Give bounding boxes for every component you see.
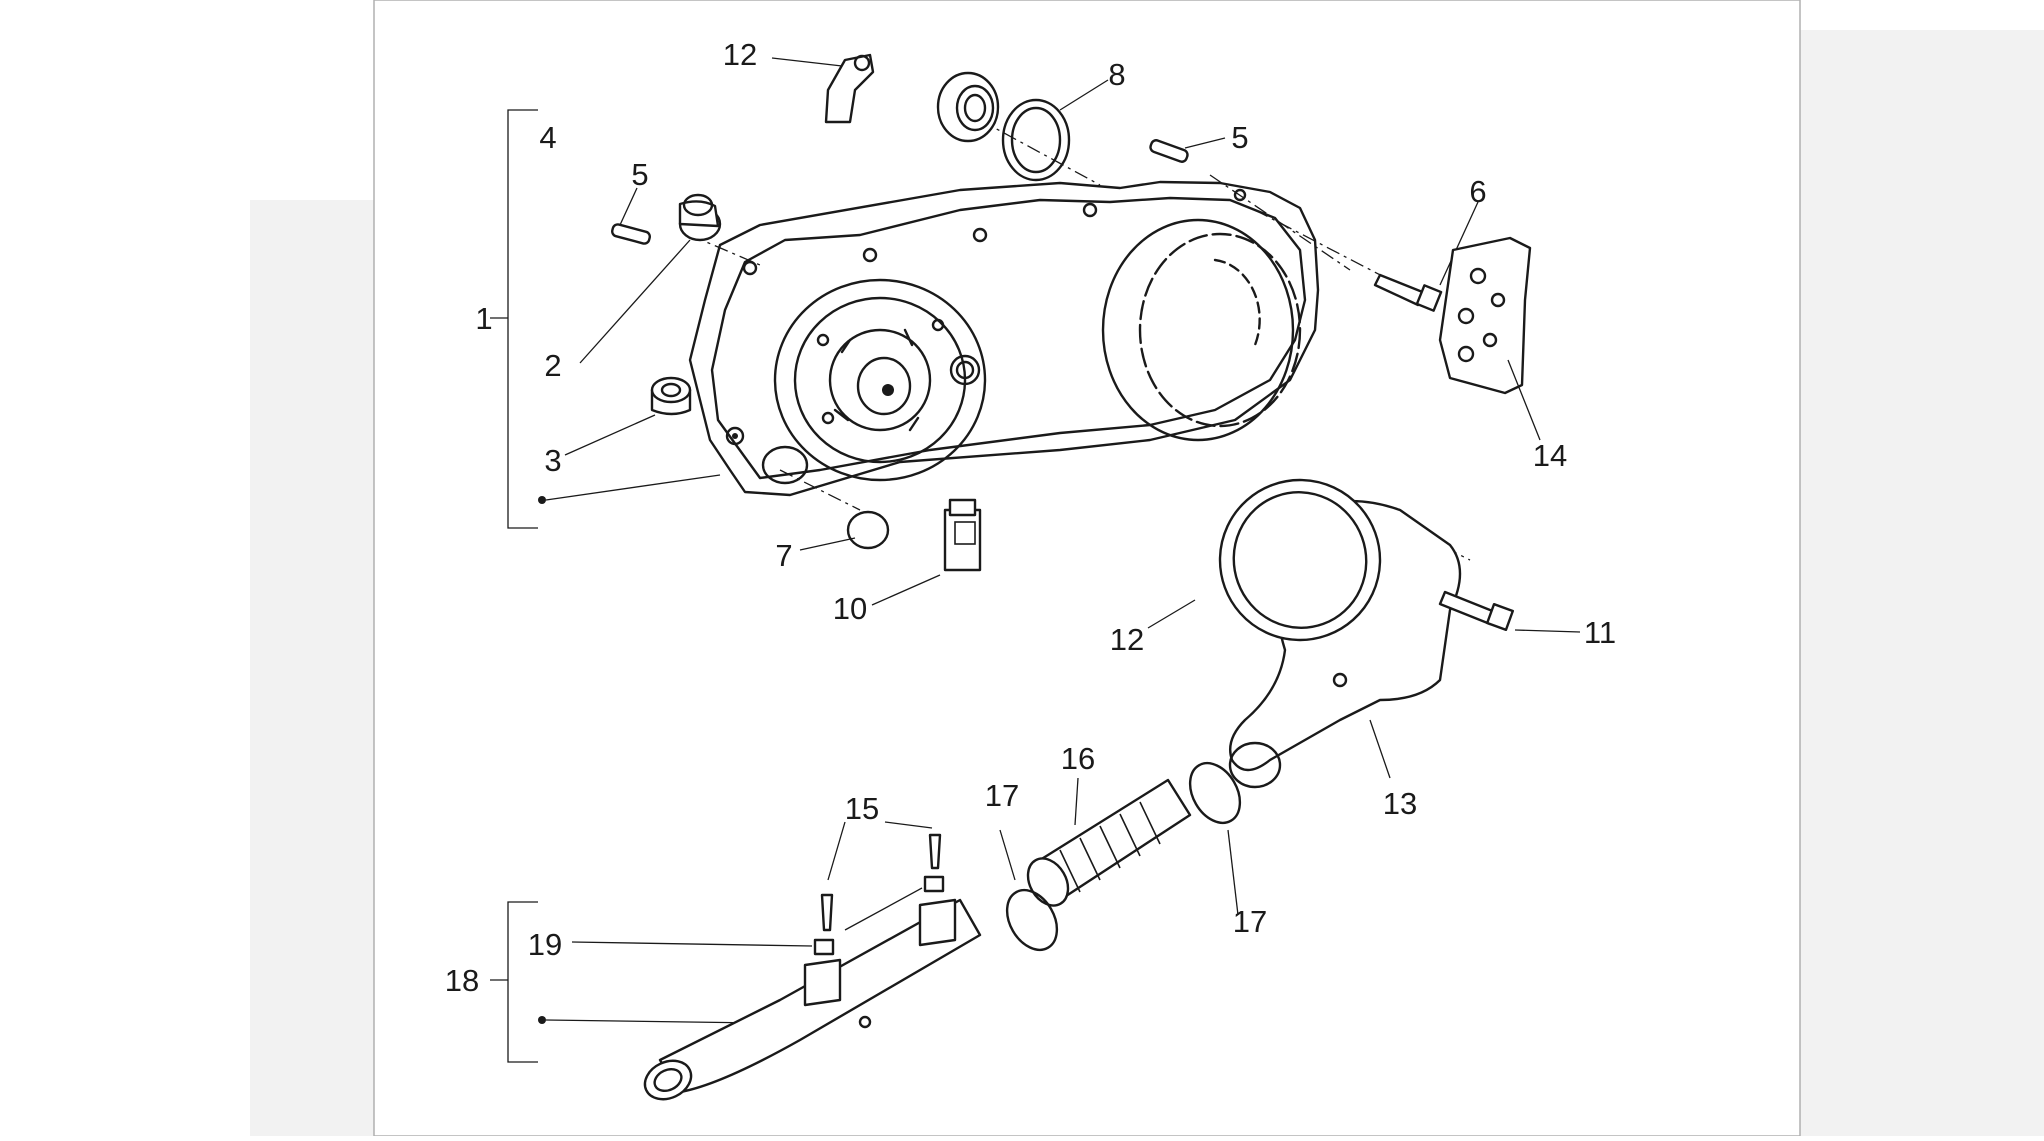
callout-4: 4: [539, 120, 556, 155]
part-10-block: [871, 498, 982, 606]
callout-5-right: 5: [1231, 120, 1248, 155]
callout-17-left: 17: [985, 778, 1019, 813]
transmission-cover: [688, 180, 1320, 497]
callout-13: 13: [1383, 786, 1417, 821]
part-9-bracket: [771, 53, 875, 124]
callout-15: 15: [845, 791, 879, 826]
callout-12: 12: [1110, 622, 1144, 657]
callout-1: 1: [475, 301, 492, 336]
group-bracket-18: [490, 901, 761, 1063]
part-12-filter-ring: [1147, 478, 1382, 642]
part-7-plug: [799, 510, 890, 551]
callout-5-left: 5: [631, 157, 648, 192]
part-6-screw: [1373, 201, 1479, 312]
diagram-frame: [373, 0, 1801, 1137]
part-19-clips: [571, 875, 945, 956]
part-8-bearing: [936, 71, 1109, 182]
callout-labels: 12 8 4 5 5 6 1 2 14 3 7 10 12 11 16 13 1…: [445, 37, 1616, 998]
callout-19: 19: [528, 927, 562, 962]
part-3-bushing: [564, 376, 692, 456]
part-11-screw: [1438, 590, 1581, 633]
callout-14: 14: [1533, 438, 1567, 473]
callout-11: 11: [1584, 615, 1616, 650]
part-5-pins: [611, 137, 1226, 245]
callout-2: 2: [544, 348, 561, 383]
part-17-hose-clamps: [999, 761, 1242, 952]
callout-3: 3: [544, 443, 561, 478]
callout-6: 6: [1469, 174, 1486, 209]
callout-8: 8: [1108, 57, 1125, 92]
callout-10: 10: [833, 591, 867, 626]
part-16-bellows-hose: [1026, 777, 1192, 907]
callout-16: 16: [1061, 741, 1095, 776]
group-bracket-1: [490, 109, 721, 529]
part-18-intake-tube: [643, 898, 982, 1101]
callout-17-right: 17: [1233, 904, 1267, 939]
part-14-terminal-block: [1438, 236, 1541, 441]
callout-9: 12: [723, 37, 757, 72]
part-15-screws: [820, 821, 942, 932]
part-2-spacer: [579, 193, 722, 364]
callout-18: 18: [445, 963, 479, 998]
callout-7: 7: [775, 538, 792, 573]
